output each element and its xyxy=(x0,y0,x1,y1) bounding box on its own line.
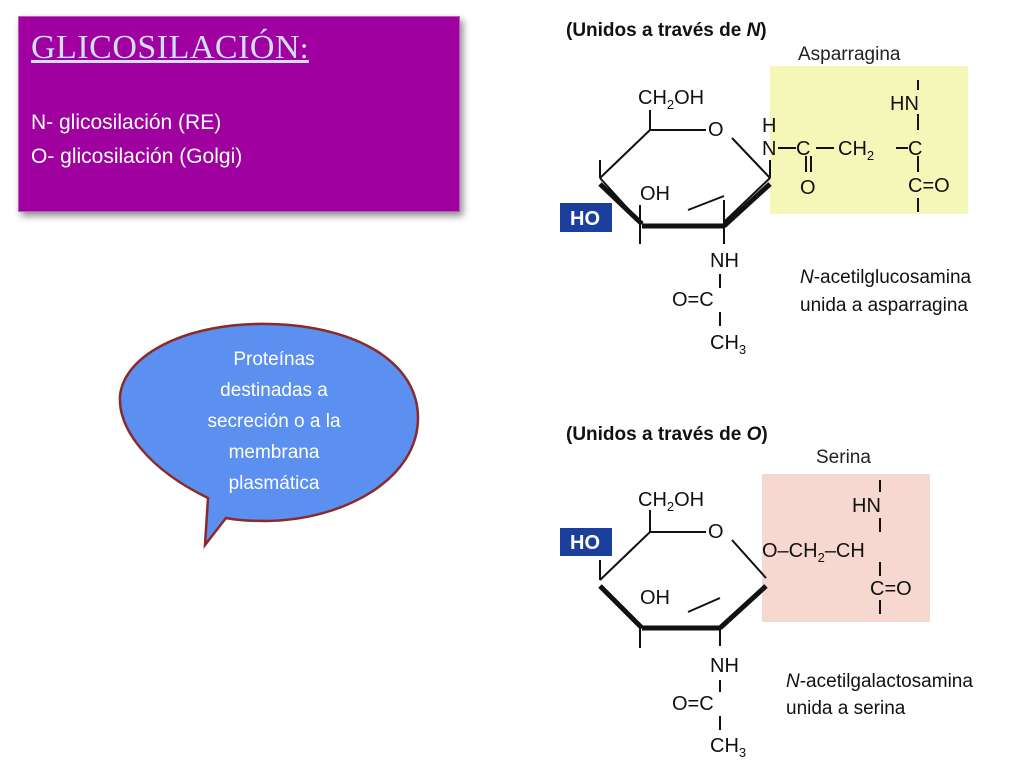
o-ch2oh: CH2OH xyxy=(638,489,704,514)
n-nh: NH xyxy=(710,250,739,272)
o-nh: NH xyxy=(710,655,739,677)
n-linkage-h: H xyxy=(762,115,776,137)
n-glycosylation-line: N- glicosilación (RE) xyxy=(31,111,222,134)
o-ho-badge xyxy=(560,528,612,556)
o-ch3: CH3 xyxy=(710,735,746,760)
n-sugar-ring xyxy=(599,110,771,326)
speech-bubble xyxy=(118,322,420,549)
n-ch2: CH2 xyxy=(838,138,874,163)
n-carbonyl: O=C xyxy=(672,289,714,311)
o-ring-bold-edge xyxy=(598,584,768,631)
o-glycosylation-line: O- glicosilación (Golgi) xyxy=(31,145,243,168)
title-box: GLICOSILACIÓN: N- glicosilación (RE) O- … xyxy=(18,16,460,212)
svg-text:(Unidos a través de O): (Unidos a través de O) xyxy=(566,424,768,445)
n-c2: C xyxy=(908,138,922,160)
o-co: C=O xyxy=(870,578,912,600)
n-c1: C xyxy=(796,138,810,160)
serine-highlight xyxy=(762,474,930,622)
o-oh: OH xyxy=(640,587,670,609)
n-heading: (Unidos a través de N) xyxy=(566,20,767,41)
o-carbonyl: O=C xyxy=(672,693,714,715)
o-caption-line1: N-acetilgalactosamina xyxy=(786,671,973,692)
asparagine-highlight xyxy=(770,66,968,214)
n-ring-bold-edge xyxy=(598,182,772,229)
serine-label: Serina xyxy=(816,447,871,468)
o-ho-text: HO xyxy=(570,532,600,554)
o-hn: HN xyxy=(852,495,881,517)
o-heading: (Unidos a través de O) xyxy=(566,424,768,445)
n-linkage-n: N xyxy=(762,138,776,160)
n-ring-oxygen: O xyxy=(708,119,724,141)
slide-title: GLICOSILACIÓN: xyxy=(31,29,309,66)
n-ch3: CH3 xyxy=(710,332,746,357)
o-caption-line2: unida a serina xyxy=(786,698,906,719)
n-ho-text: HO xyxy=(570,208,600,230)
n-o-double: O xyxy=(800,177,816,199)
n-caption-line2: unida a asparragina xyxy=(800,295,968,316)
svg-text:(Unidos a través de N): (Unidos a través de N) xyxy=(566,20,767,41)
o-linkage: O–CH2–CH xyxy=(762,540,865,565)
bubble-text: Proteínas destinadas a secreción o a la … xyxy=(207,349,341,494)
n-co: C=O xyxy=(908,175,950,197)
n-ho-badge xyxy=(560,203,612,232)
n-hn: HN xyxy=(890,93,919,115)
n-oh: OH xyxy=(640,183,670,205)
asparagine-label: Asparragina xyxy=(798,44,901,65)
n-chain-bonds xyxy=(778,80,919,212)
o-ring-oxygen: O xyxy=(708,521,724,543)
n-ch2oh: CH2OH xyxy=(638,87,704,112)
o-sugar-ring xyxy=(599,510,767,730)
n-caption-line1: N-acetilglucosamina xyxy=(800,267,972,288)
